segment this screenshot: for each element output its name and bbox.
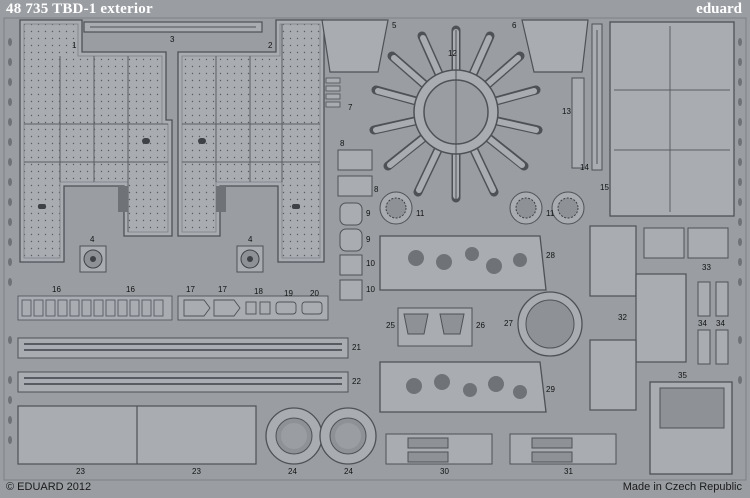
part-label-9a: 9	[366, 209, 371, 218]
part-label-2: 2	[268, 41, 273, 50]
part-16-row	[17, 295, 173, 321]
part-label-28: 28	[546, 251, 555, 260]
part-label-23a: 23	[76, 467, 85, 476]
part-4-disc-right	[236, 245, 264, 273]
part-27-disc	[517, 291, 583, 357]
part-label-8a: 8	[340, 139, 345, 148]
part-label-30: 30	[440, 467, 449, 476]
part-label-6: 6	[512, 21, 517, 30]
part-label-20: 20	[310, 289, 319, 298]
part-label-33: 33	[702, 263, 711, 272]
part-label-35: 35	[678, 371, 687, 380]
part-label-11a: 11	[416, 209, 425, 218]
part-28-rib-panel	[379, 235, 547, 291]
part-34-clips	[697, 281, 729, 365]
part-label-34a: 34	[698, 319, 707, 328]
part-label-13: 13	[562, 107, 571, 116]
part-23-plates	[17, 405, 257, 465]
part-4-disc-left	[79, 245, 107, 273]
part-label-26: 26	[476, 321, 485, 330]
part-label-31: 31	[564, 467, 573, 476]
part-label-23b: 23	[192, 467, 201, 476]
part-22-rail	[17, 371, 349, 393]
part-label-17a: 17	[186, 285, 195, 294]
part-label-10b: 10	[366, 285, 375, 294]
edge-slots-left	[8, 38, 12, 444]
part-label-16b: 16	[126, 285, 135, 294]
part-30-assembly	[385, 433, 493, 465]
part-label-4a: 4	[90, 235, 95, 244]
part-label-19: 19	[284, 289, 293, 298]
part-21-rail	[17, 337, 349, 359]
edge-slots-right	[738, 38, 742, 384]
part-35-box	[649, 381, 733, 475]
part-24-wheel-left	[265, 407, 323, 465]
part-label-17b: 17	[218, 285, 227, 294]
part-5-plate	[321, 19, 389, 73]
part-6-plate	[521, 19, 589, 73]
part-label-18: 18	[254, 287, 263, 296]
part-label-24b: 24	[344, 467, 353, 476]
part-label-7: 7	[348, 103, 353, 112]
fret-title: 48 735 TBD-1 exterior	[6, 1, 153, 17]
part-11-gear-mid	[509, 191, 543, 225]
part-label-29: 29	[546, 385, 555, 394]
part-label-8b: 8	[374, 185, 379, 194]
part-12-engine-cowl-ring	[369, 25, 543, 203]
part-label-10a: 10	[366, 259, 375, 268]
part-7-strips	[325, 77, 341, 108]
copyright-text: © EDUARD 2012	[6, 481, 92, 493]
part-1-panel	[19, 19, 173, 263]
part-label-34b: 34	[716, 319, 725, 328]
brand-logo: eduard	[696, 1, 742, 17]
part-11-gear-right	[551, 191, 585, 225]
part-label-14: 14	[580, 163, 589, 172]
part-15-panel	[609, 21, 735, 217]
part-label-16a: 16	[52, 285, 61, 294]
part-label-11b: 11	[546, 209, 555, 218]
part-label-21: 21	[352, 343, 361, 352]
part-13-bar	[571, 77, 585, 169]
part-label-5: 5	[392, 21, 397, 30]
part-label-4b: 4	[248, 235, 253, 244]
part-29-rib-panel	[379, 361, 547, 413]
part-label-24a: 24	[288, 467, 297, 476]
parts-8-9-10-column	[337, 149, 373, 301]
part-label-15: 15	[600, 183, 609, 192]
part-label-27: 27	[504, 319, 513, 328]
part-24-wheel-right	[319, 407, 377, 465]
origin-text: Made in Czech Republic	[622, 481, 742, 493]
part-32-panel	[589, 225, 687, 411]
part-31-assembly	[509, 433, 617, 465]
part-label-1: 1	[72, 41, 77, 50]
part-label-3: 3	[170, 35, 175, 44]
part-label-32: 32	[618, 313, 627, 322]
part-label-9b: 9	[366, 235, 371, 244]
parts-17-20-row	[177, 295, 329, 321]
part-25-26-brackets	[397, 307, 473, 347]
part-33-pair	[643, 227, 729, 259]
part-11-gear-left	[379, 191, 413, 225]
part-2-panel	[177, 19, 325, 263]
part-label-22: 22	[352, 377, 361, 386]
part-label-25: 25	[386, 321, 395, 330]
part-label-12: 12	[448, 49, 457, 58]
